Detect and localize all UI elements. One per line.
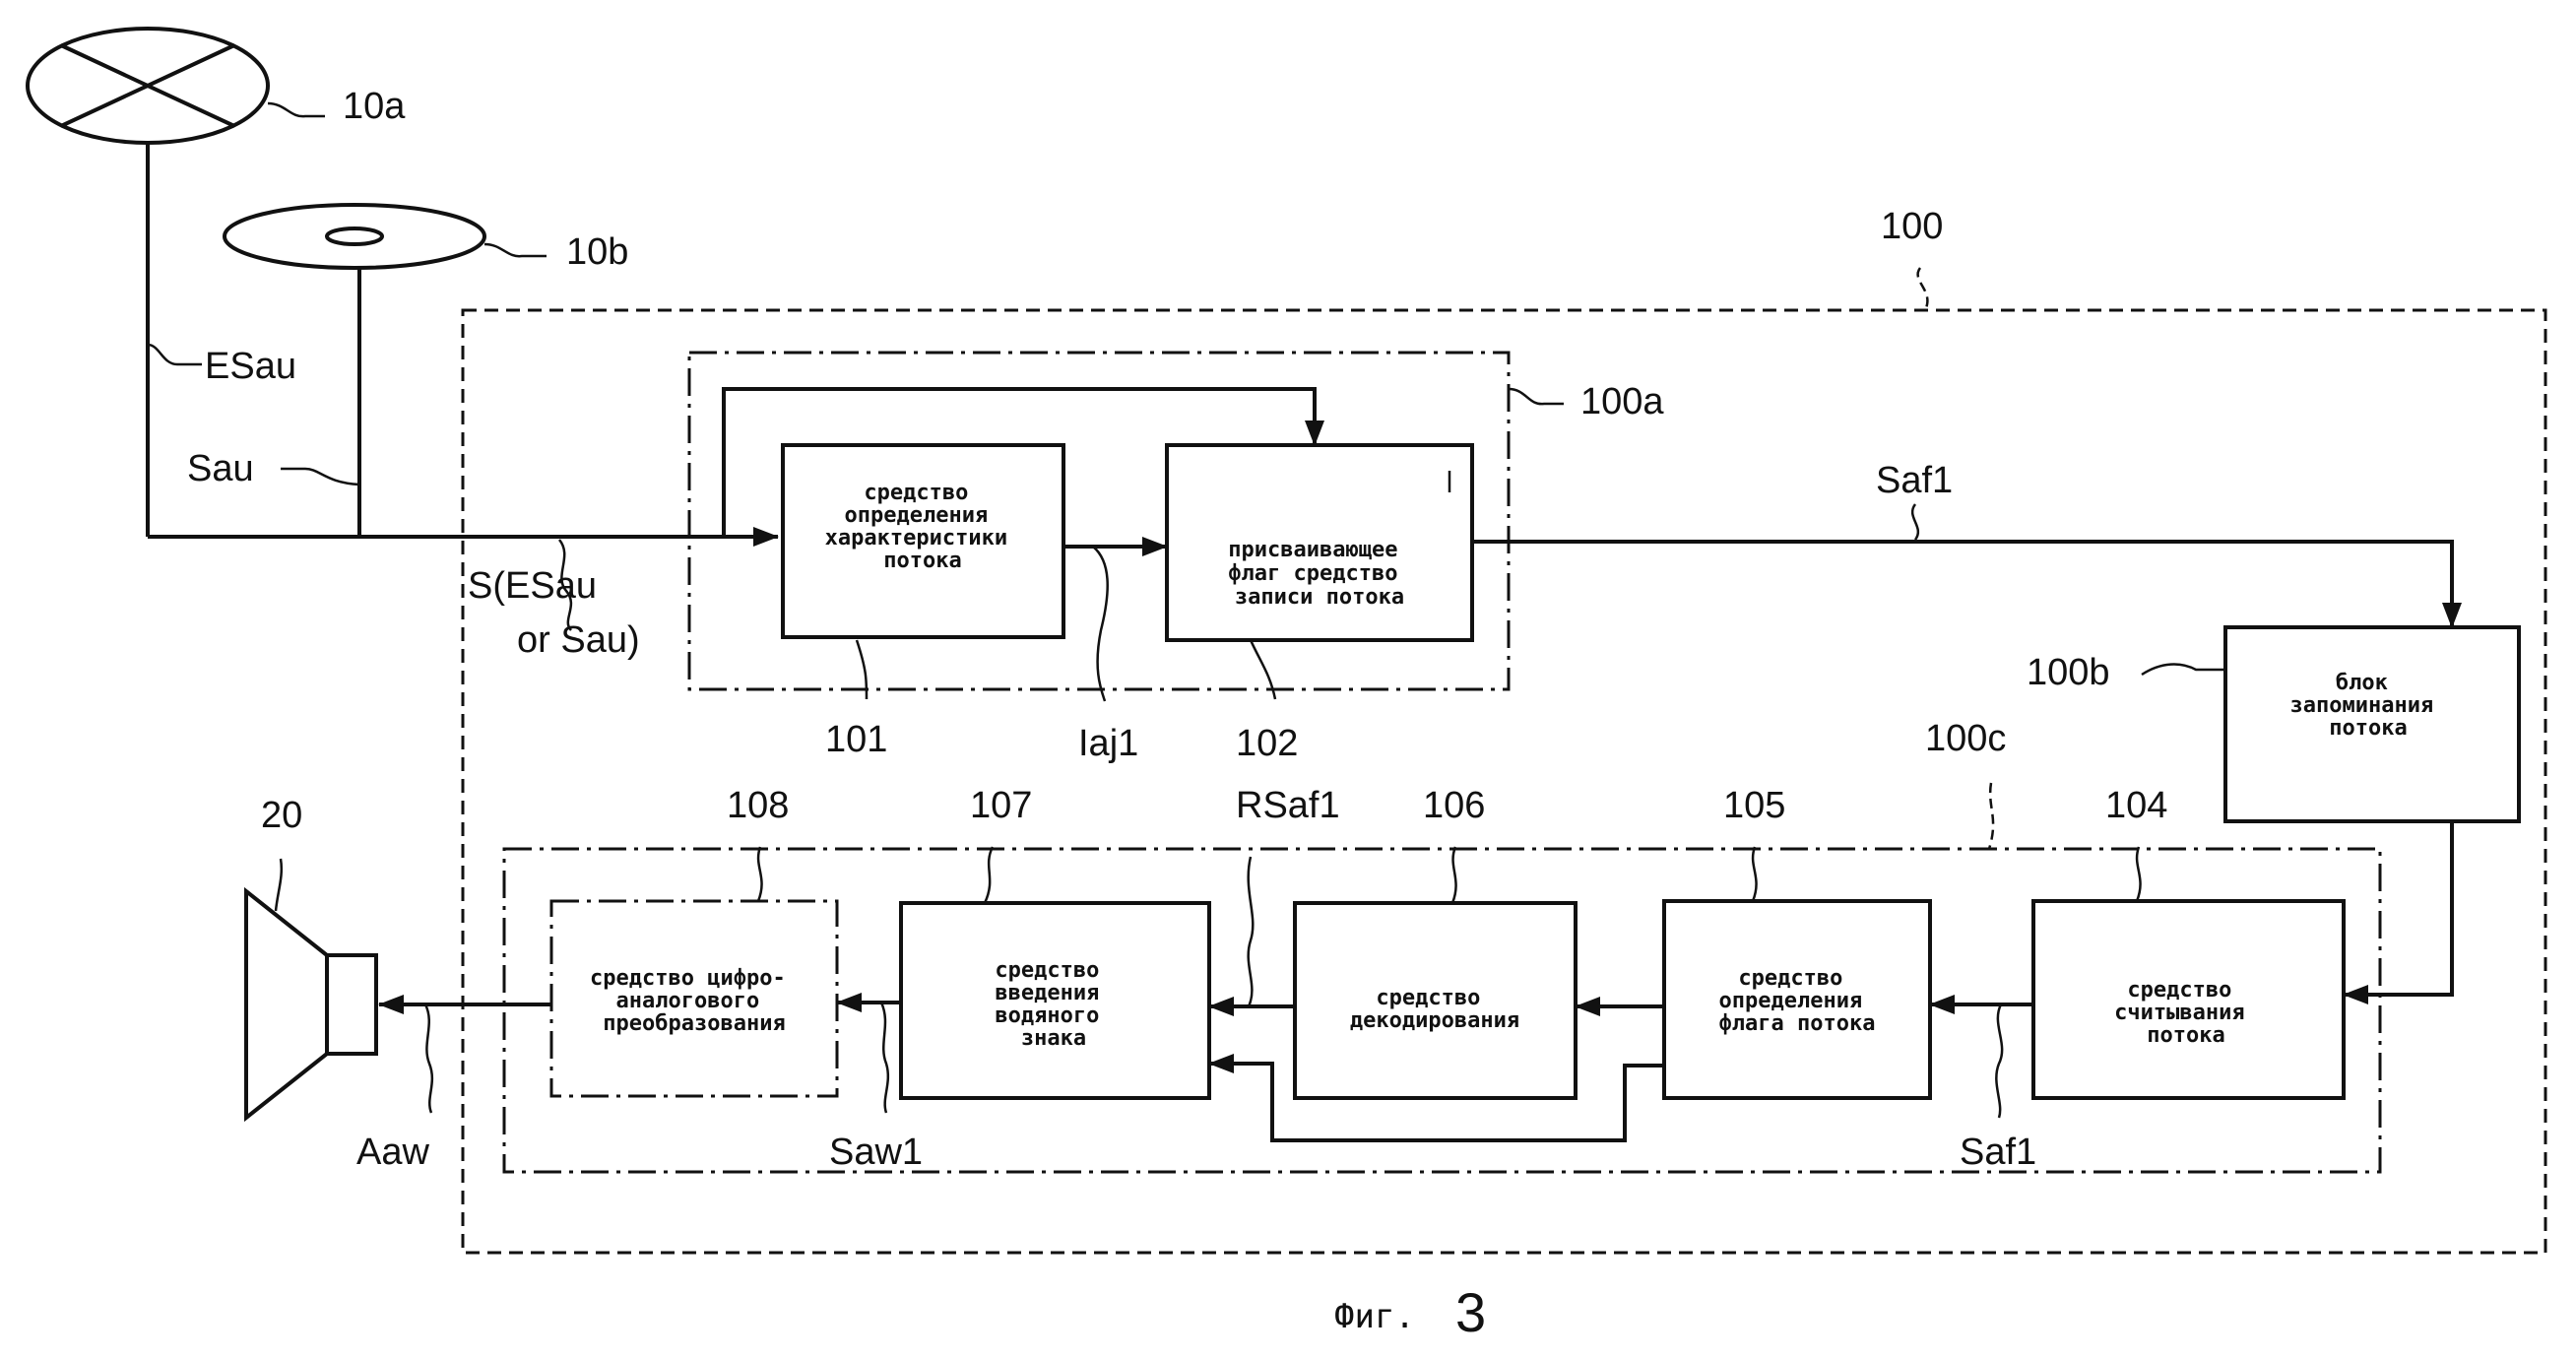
leader-102 [1249, 639, 1277, 700]
ref-100c: 100c [1925, 718, 2006, 759]
label-saf1-top: Saf1 [1876, 460, 1953, 501]
leader-20 [274, 858, 284, 912]
leader-rsaf1 [1247, 856, 1255, 1007]
block-108 [549, 899, 839, 1098]
leader-104 [2135, 846, 2142, 902]
label-s-line2: or Sau) [517, 619, 640, 661]
label-s-line1: S(ESau [468, 565, 597, 607]
leader-aaw [423, 1003, 434, 1114]
block-101 [781, 443, 1065, 639]
label-saf1-bottom: Saf1 [1960, 1132, 2036, 1173]
ref-100a: 100a [1580, 381, 1664, 422]
label-sau: Sau [187, 448, 254, 489]
bypass-105-to-107 [1208, 1054, 1664, 1142]
block-102-text: присваивающее флаг средство записи поток… [1228, 538, 1410, 610]
label-rsaf1: RSaf1 [1236, 785, 1340, 826]
ref-10a: 10a [343, 86, 406, 127]
block-104-text: средство считывания потока [2114, 978, 2258, 1048]
leader-s [557, 539, 573, 631]
label-aaw: Aaw [356, 1132, 429, 1173]
ref-10b: 10b [566, 231, 628, 273]
leader-100c [1987, 782, 1995, 850]
block-105-text: средство определения флага потока [1719, 966, 1876, 1036]
ref-102: 102 [1236, 723, 1298, 764]
block-105 [1662, 899, 1932, 1100]
ref-101: 101 [825, 719, 887, 760]
label-esau: ESau [205, 346, 296, 387]
leader-saw1 [879, 1002, 890, 1114]
unit-100c-boundary [502, 847, 2382, 1174]
leader-10b [483, 242, 547, 258]
label-iaj1: Iaj1 [1078, 723, 1138, 764]
ref-20: 20 [261, 795, 302, 836]
ref-108: 108 [727, 785, 789, 826]
ref-107: 107 [970, 785, 1032, 826]
signal-saf1-top-line [1472, 540, 2462, 628]
ref-104: 104 [2105, 785, 2167, 826]
unit-100a-boundary [687, 351, 1511, 691]
leader-saf1-top [1910, 503, 1920, 541]
leader-100a [1508, 387, 1564, 406]
bypass-to-102 [722, 387, 1324, 537]
block-101-text: средство определения характеристики пото… [825, 481, 1021, 573]
leader-esau [147, 343, 202, 366]
figure-caption-prefix: Фиг. [1334, 1297, 1415, 1336]
block-106 [1293, 901, 1578, 1100]
block-104 [2031, 899, 2346, 1100]
leader-101 [855, 639, 869, 700]
broadcast-source-icon [26, 27, 270, 145]
block-108-text: средство цифро- аналогового преобразован… [590, 966, 799, 1036]
leader-10a [267, 101, 325, 118]
system-100-boundary [461, 308, 2547, 1255]
leader-108 [756, 846, 763, 902]
block-100b-text: блок запоминания потока [2290, 671, 2447, 741]
figure-caption-number: 3 [1455, 1281, 1486, 1343]
ref-105: 105 [1723, 785, 1785, 826]
ref-100: 100 [1881, 206, 1943, 247]
line-100b-to-104 [2343, 821, 2454, 1004]
block-107-text: средство введения водяного знака [995, 958, 1112, 1051]
leader-iaj1 [1092, 546, 1109, 702]
leader-100b [2141, 663, 2225, 677]
leader-sau [281, 467, 360, 486]
block-100b [2223, 625, 2521, 823]
speaker-icon [244, 886, 378, 1123]
block-106-text: средство декодирования [1350, 986, 1519, 1033]
disc-source-icon [223, 203, 486, 270]
leader-100 [1916, 267, 1929, 311]
label-saw1: Saw1 [829, 1132, 923, 1173]
leader-105 [1751, 846, 1758, 902]
ref-100b: 100b [2027, 652, 2110, 693]
ref-106: 106 [1423, 785, 1485, 826]
leader-saf1-bottom [1995, 1003, 2004, 1119]
leader-106 [1450, 846, 1457, 904]
leader-107 [983, 846, 995, 904]
